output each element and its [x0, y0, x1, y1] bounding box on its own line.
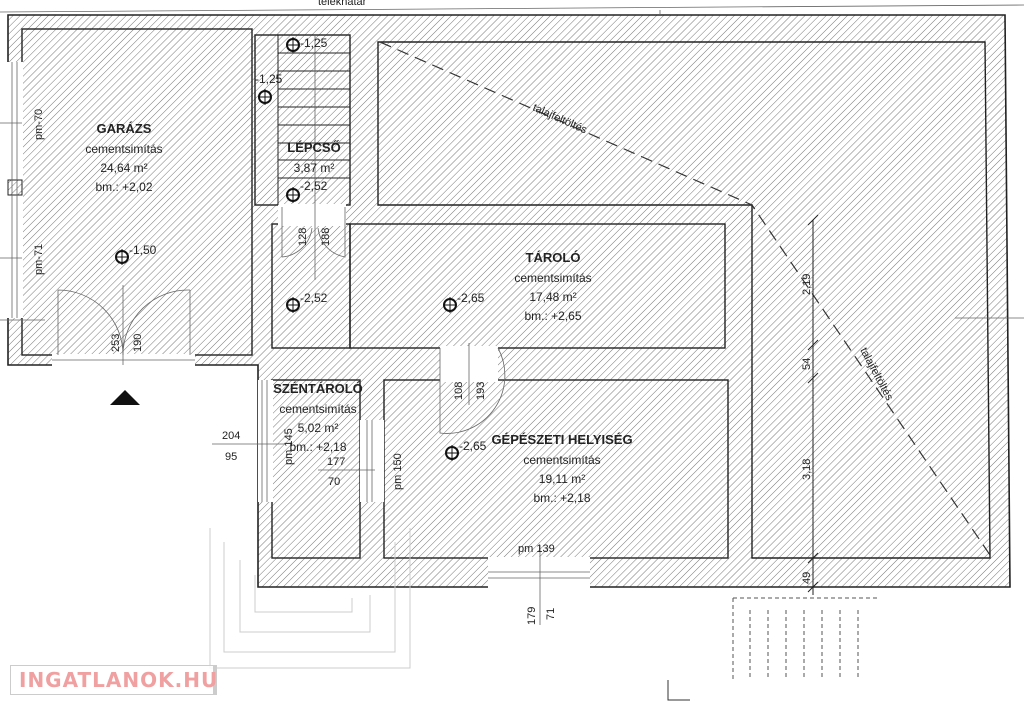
storage-area: 17,48 m²: [529, 290, 576, 304]
dim-label: 190: [132, 334, 144, 352]
coal-storage-floor: cementsimítás: [279, 402, 356, 416]
dim-label: 128: [297, 228, 309, 246]
dim-label: 253: [110, 334, 122, 352]
level-label: -2,65: [457, 291, 485, 305]
dim-label: 204: [222, 430, 240, 442]
dim-label: pm 139: [518, 543, 555, 555]
storage-floor: cementsimítás: [514, 271, 591, 285]
staircase: [277, 35, 351, 205]
stairs-name: LÉPCSŐ: [287, 140, 340, 155]
dim-label: 3,18: [801, 459, 813, 480]
soil-boundary-dashed: [379, 41, 991, 556]
dim-label: 188: [320, 228, 332, 246]
dim-label: pm-71: [33, 244, 45, 275]
mechanical-level: bm.: +2,18: [533, 491, 590, 505]
dim-label: 49: [801, 572, 813, 584]
garage-area: 24,64 m²: [100, 161, 147, 175]
dim-label: 108: [453, 382, 465, 400]
window-lines: [11, 62, 590, 579]
door-swings: [57, 207, 506, 434]
level-label: -2,52: [300, 179, 328, 193]
dim-label: pm 150: [392, 453, 404, 490]
watermark-text: INGATLANOK.HU: [19, 668, 219, 692]
mechanical-area: 19,11 m²: [539, 472, 585, 486]
soil-fill-area: [377, 41, 991, 559]
dim-label: 54: [801, 358, 813, 370]
level-marker-icon: [258, 89, 272, 105]
garage-floor: cementsimítás: [85, 142, 162, 156]
right-dimension-chain: [807, 214, 819, 595]
outdoor-steps: [209, 528, 880, 701]
level-label: -2,52: [300, 291, 328, 305]
site-boundary-label: telekhatár: [318, 0, 367, 8]
level-markers: -1,25 -1,25 -2,52 -1,50 -2,52 -2,65 -2,6…: [115, 36, 487, 461]
level-label: -2,65: [459, 439, 487, 453]
level-marker-icon: [286, 297, 300, 313]
coal-storage-area: 5,02 m²: [298, 421, 339, 435]
stair-door-opening: [278, 204, 346, 226]
dim-label: 95: [225, 451, 237, 463]
dimension-lines: [0, 10, 1024, 625]
level-marker-icon: [443, 297, 457, 313]
coal-storage-name: SZÉNTÁROLÓ: [273, 381, 363, 396]
garage-level: bm.: +2,02: [95, 180, 152, 194]
dimension-labels: pm-70 pm-71 253 190 128 188 108 193 204 …: [33, 102, 895, 625]
storage-name: TÁROLÓ: [526, 250, 581, 265]
dim-label: 2,19: [801, 274, 813, 295]
dim-label: pm 145: [283, 428, 295, 465]
coal-window-left: [258, 380, 273, 502]
window-opening-bottom: [488, 557, 590, 588]
stairs-area: 3,87 m²: [294, 161, 335, 175]
dim-label: 179: [526, 607, 538, 625]
level-marker-icon: [115, 249, 129, 265]
room-storage: [349, 223, 726, 349]
dim-label: 193: [475, 382, 487, 400]
level-label: -1,25: [255, 72, 283, 86]
room-labels: GARÁZS cementsimítás 24,64 m² bm.: +2,02…: [85, 121, 632, 505]
entrance-arrow-icon: [110, 390, 140, 405]
garage-name: GARÁZS: [97, 121, 152, 136]
site-boundary-line: [0, 4, 1024, 13]
level-label: -1,25: [300, 36, 328, 50]
level-marker-icon: [286, 37, 300, 53]
watermark-logo: INGATLANOK.HU: [10, 665, 217, 695]
dim-label: 71: [545, 608, 557, 620]
coal-storage-level: bm.: +2,18: [289, 440, 346, 454]
storage-level: bm.: +2,65: [524, 309, 581, 323]
mechanical-floor: cementsimítás: [523, 453, 600, 467]
walls: [7, 14, 1011, 588]
level-marker-icon: [445, 445, 459, 461]
dim-label: pm-70: [33, 109, 45, 140]
dim-label: 70: [328, 476, 340, 488]
window-pier: [7, 179, 23, 196]
level-marker-icon: [286, 187, 300, 203]
level-label: -1,50: [129, 243, 157, 257]
dim-label: 177: [327, 456, 345, 468]
mechanical-name: GÉPÉSZETI HELYISÉG: [491, 432, 632, 447]
